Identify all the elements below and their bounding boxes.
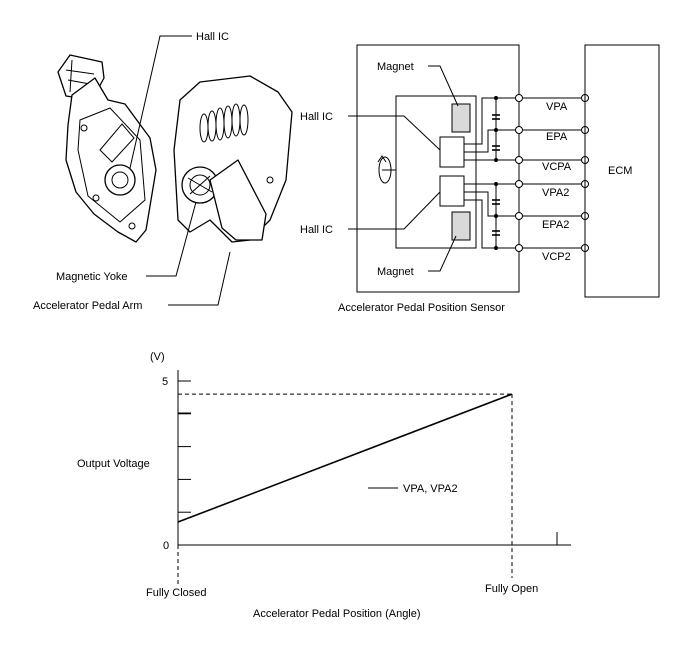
y-axis-ticks — [178, 380, 191, 513]
hall-ic-top-label: Hall IC — [300, 111, 333, 123]
y-unit-label: (V) — [150, 351, 165, 363]
signal-label-epa2: EPA2 — [542, 219, 569, 231]
sensor-terminals — [515, 94, 523, 252]
signal-label-vcpa: VCPA — [542, 161, 572, 173]
x-axis-label: Accelerator Pedal Position (Angle) — [253, 608, 421, 620]
signal-label-vpa: VPA — [546, 101, 568, 113]
hall-ic-bottom — [439, 175, 465, 207]
magnetic-yoke-label: Magnetic Yoke — [56, 271, 128, 283]
y-tick-label-5: 5 — [162, 376, 168, 388]
signal-label-epa: EPA — [546, 131, 568, 143]
x-category-fully-open: Fully Open — [485, 583, 538, 595]
circuit-diagram — [348, 44, 660, 298]
sensor-box — [356, 44, 520, 293]
magnet-bottom — [451, 211, 471, 241]
chart-marks — [177, 393, 513, 584]
hall-ic-element — [104, 164, 136, 196]
rotation-symbol — [377, 155, 396, 184]
magnet-bottom-label: Magnet — [377, 266, 414, 278]
series-label: VPA, VPA2 — [403, 483, 458, 495]
signal-lines — [496, 97, 585, 249]
signal-label-vpa2: VPA2 — [542, 187, 569, 199]
x-category-fully-closed: Fully Closed — [146, 587, 207, 599]
y-axis-label: Output Voltage — [77, 458, 150, 470]
pedal-arm — [209, 159, 267, 241]
return-spring — [199, 103, 249, 143]
magnet-top-label: Magnet — [377, 61, 414, 73]
magnet-top — [451, 103, 471, 133]
sensor-inner-frame — [395, 95, 477, 249]
hall-ic-top — [439, 136, 465, 168]
sensor-caption: Accelerator Pedal Position Sensor — [338, 302, 505, 314]
y-tick-label-0: 0 — [163, 540, 169, 552]
ecm-label: ECM — [608, 165, 632, 177]
hall-ic-label: Hall IC — [196, 31, 229, 43]
output-voltage-chart — [177, 370, 571, 584]
ecm-box — [584, 44, 660, 298]
sensor-housing-cover — [65, 77, 157, 243]
signal-label-vcp2: VCP2 — [542, 251, 571, 263]
hall-ic-bottom-label: Hall IC — [300, 224, 333, 236]
pedal-arm-label: Accelerator Pedal Arm — [33, 300, 142, 312]
series-line-vpa — [177, 393, 513, 523]
sensor-illustration — [57, 35, 293, 306]
